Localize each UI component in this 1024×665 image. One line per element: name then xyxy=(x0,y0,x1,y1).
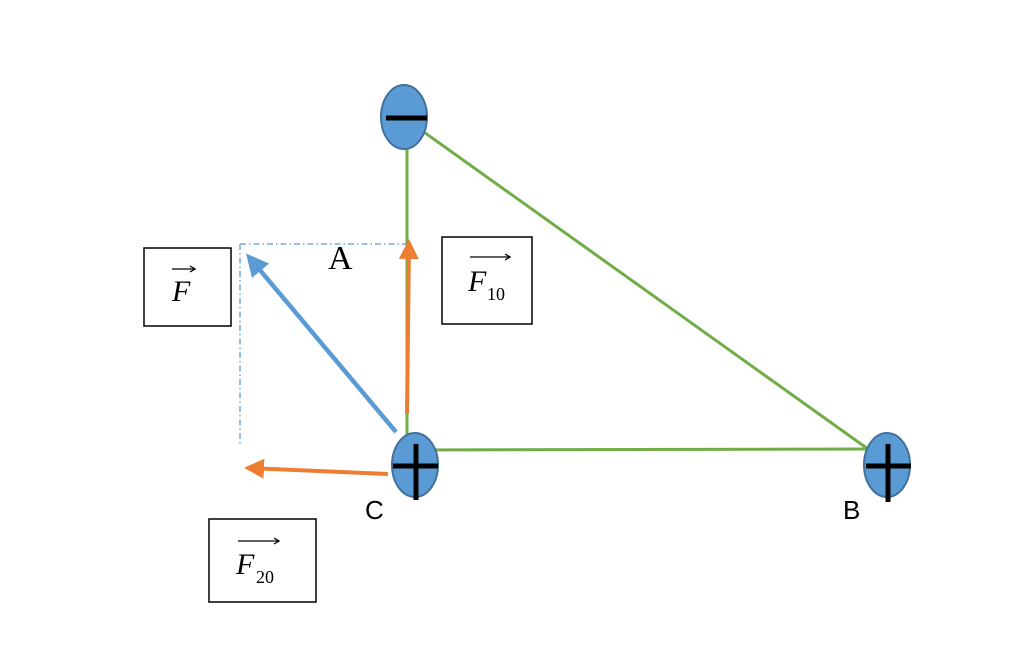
label-box-f20-border xyxy=(208,518,317,603)
point-label-a: A xyxy=(328,240,353,277)
label-f10-subscript: 10 xyxy=(487,284,505,304)
label-box-f20: F 20 xyxy=(208,518,317,603)
label-box-f: F xyxy=(143,247,232,327)
vector-arrowhead-icon xyxy=(273,537,281,545)
f20-vector-arrow xyxy=(244,458,389,479)
label-f10-symbol: F xyxy=(467,265,487,298)
label-f20-symbol: F xyxy=(235,548,255,581)
resultant-f-vector-arrow xyxy=(246,253,398,434)
label-box-f10: F 10 xyxy=(441,236,533,325)
triangle-side-top-b xyxy=(406,118,869,451)
label-box-f-border xyxy=(143,247,232,327)
point-label-c: C xyxy=(365,495,384,525)
triangle-side-c-b xyxy=(406,447,869,452)
charge-top xyxy=(380,84,428,150)
point-label-b: B xyxy=(843,495,860,525)
construction-lines xyxy=(239,243,408,444)
charge-c xyxy=(391,432,439,500)
vector-arrowhead-icon xyxy=(504,253,512,261)
charge-b xyxy=(863,432,911,502)
label-f20-subscript: 20 xyxy=(256,567,274,587)
label-box-f10-border xyxy=(441,236,533,325)
vector-arrowhead-icon xyxy=(189,265,197,273)
f10-vector-arrow xyxy=(398,239,419,415)
label-f-symbol: F xyxy=(171,275,191,308)
